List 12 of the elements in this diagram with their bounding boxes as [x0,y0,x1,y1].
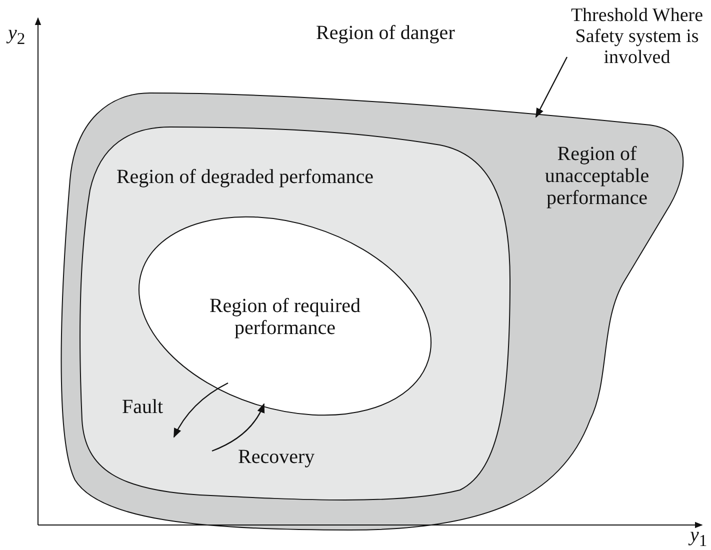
region-label: Region of unacceptable performance [544,143,650,209]
edge-label: Recovery [238,446,315,468]
region-label: Region of required performance [208,295,362,339]
annotation-text: Threshold Where Safety system is involved [563,6,711,69]
arrow [173,382,228,438]
leader-line [535,56,568,118]
edge-label: Fault [122,396,164,418]
region-label: Region of degraded perfomance [115,166,375,188]
axis-label: y$_{1}$ [690,524,708,550]
arrow [212,403,265,452]
axis-label: y$_{2}$ [8,22,26,48]
region-label: Region of danger [316,22,455,44]
